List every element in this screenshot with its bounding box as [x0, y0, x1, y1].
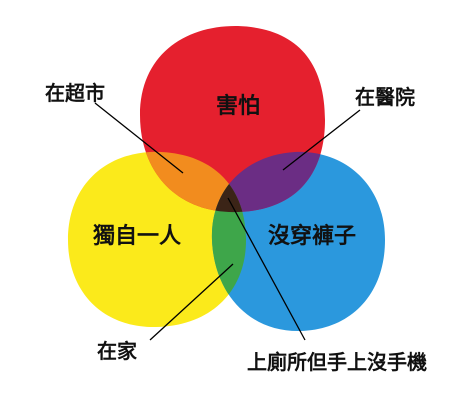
set-fear-label: 害怕 — [216, 93, 260, 119]
set-alone-label: 獨自一人 — [92, 223, 181, 249]
set-nopants-label: 沒穿褲子 — [268, 223, 356, 249]
leader-line-bathroom — [227, 197, 306, 341]
overlap-alone-nopants-label: 在家 — [97, 339, 138, 363]
leader-line-home — [149, 263, 234, 341]
leader-line-supermarket — [94, 102, 184, 174]
overlap-all-three-label: 上廁所但手上沒手機 — [247, 350, 427, 374]
overlap-fear-alone-label: 在超市 — [45, 81, 105, 105]
leader-line-hospital — [282, 109, 361, 171]
overlap-fear-nopants-label: 在醫院 — [355, 85, 415, 109]
